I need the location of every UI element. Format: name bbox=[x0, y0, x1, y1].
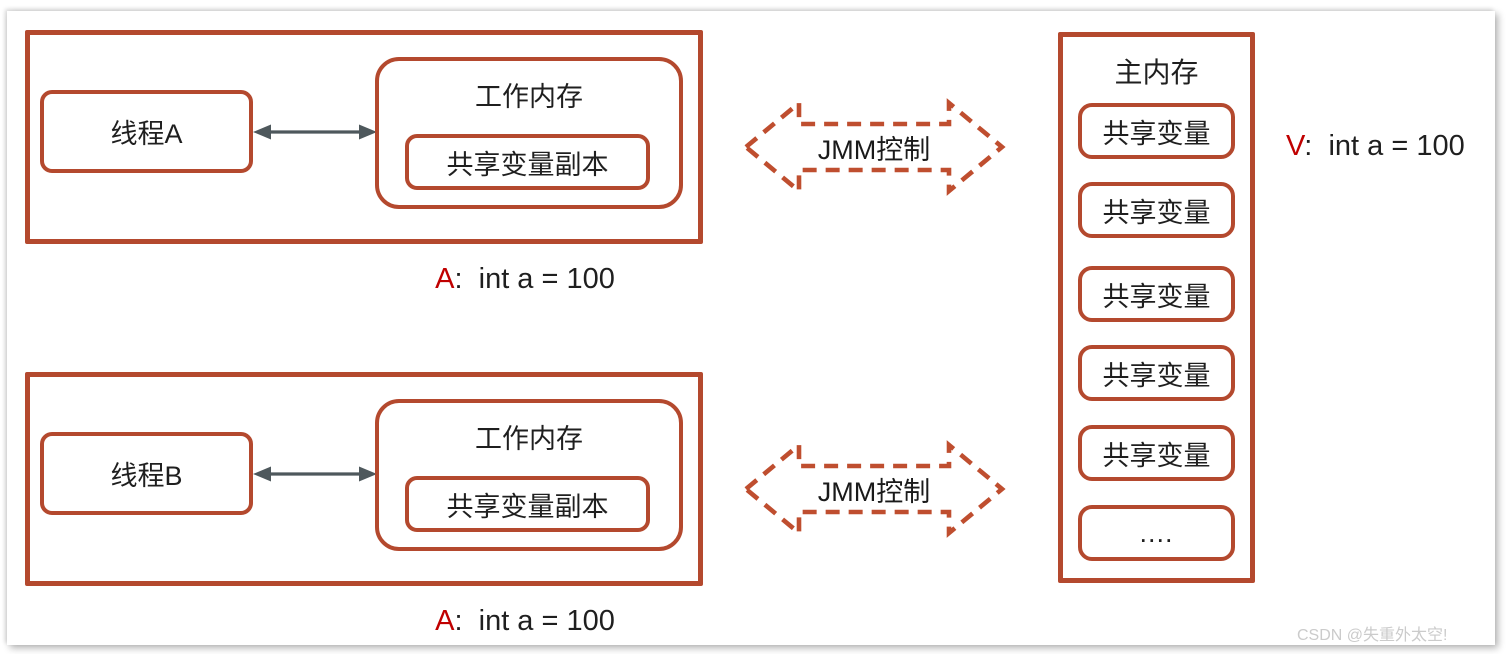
main-memory-value-label: V: int a = 100 bbox=[1286, 130, 1508, 163]
shared-variable-slot: 共享变量 bbox=[1078, 182, 1235, 238]
shared-variable-copy-label: 共享变量副本 bbox=[446, 491, 609, 522]
jmm-control-label: JMM控制 bbox=[817, 134, 931, 165]
value-label-thread-b: A: int a = 100 bbox=[365, 605, 685, 638]
shared-variable-copy-box-b: 共享变量副本 bbox=[405, 476, 650, 532]
value-text: : int a = 100 bbox=[1304, 130, 1465, 162]
value-prefix: A bbox=[435, 605, 455, 637]
shared-variable-copy-label: 共享变量副本 bbox=[446, 149, 609, 180]
shared-variable-slot: 共享变量 bbox=[1078, 345, 1235, 401]
thread-a-label: 线程A bbox=[110, 119, 183, 149]
main-memory-title: 主内存 bbox=[1114, 57, 1199, 88]
working-memory-title: 工作内存 bbox=[475, 82, 583, 112]
value-label-thread-a: A: int a = 100 bbox=[365, 263, 685, 296]
ellipsis-label: .... bbox=[1139, 517, 1174, 548]
thread-a-group: 线程A 工作内存 共享变量副本 A: int a = 100 bbox=[25, 30, 703, 295]
value-prefix: V bbox=[1286, 130, 1305, 162]
value-text: : int a = 100 bbox=[454, 605, 615, 637]
ellipsis-slot: .... bbox=[1078, 505, 1235, 561]
shared-variable-label: 共享变量 bbox=[1102, 118, 1211, 149]
jmm-control-label: JMM控制 bbox=[817, 476, 931, 507]
thread-b-box: 线程B bbox=[40, 432, 253, 515]
value-text: : int a = 100 bbox=[454, 263, 615, 295]
bidirectional-arrow-icon bbox=[252, 120, 378, 144]
shared-variable-copy-box-a: 共享变量副本 bbox=[405, 134, 650, 190]
shared-variable-label: 共享变量 bbox=[1102, 360, 1211, 391]
shared-variable-label: 共享变量 bbox=[1102, 197, 1211, 228]
shared-variable-label: 共享变量 bbox=[1102, 440, 1211, 471]
jmm-control-arrow-top: JMM控制 bbox=[742, 96, 1006, 198]
shared-variable-slot: 共享变量 bbox=[1078, 425, 1235, 481]
thread-b-group: 线程B 工作内存 共享变量副本 A: int a = 100 bbox=[25, 372, 703, 637]
thread-b-label: 线程B bbox=[110, 461, 183, 491]
bidirectional-arrow-icon bbox=[252, 462, 378, 486]
double-arrow-dashed-icon bbox=[742, 98, 1006, 196]
jmm-control-arrow-bottom: JMM控制 bbox=[742, 438, 1006, 540]
shared-variable-slot: 共享变量 bbox=[1078, 103, 1235, 159]
value-prefix: A bbox=[435, 263, 455, 295]
main-memory-box: 主内存 共享变量 共享变量 共享变量 共享变量 共享变量 .... bbox=[1058, 32, 1255, 583]
thread-a-box: 线程A bbox=[40, 90, 253, 173]
double-arrow-dashed-icon bbox=[742, 440, 1006, 538]
shared-variable-label: 共享变量 bbox=[1102, 281, 1211, 312]
watermark: CSDN @失重外太空! bbox=[1297, 627, 1448, 644]
shared-variable-slot: 共享变量 bbox=[1078, 266, 1235, 322]
working-memory-title: 工作内存 bbox=[475, 424, 583, 454]
